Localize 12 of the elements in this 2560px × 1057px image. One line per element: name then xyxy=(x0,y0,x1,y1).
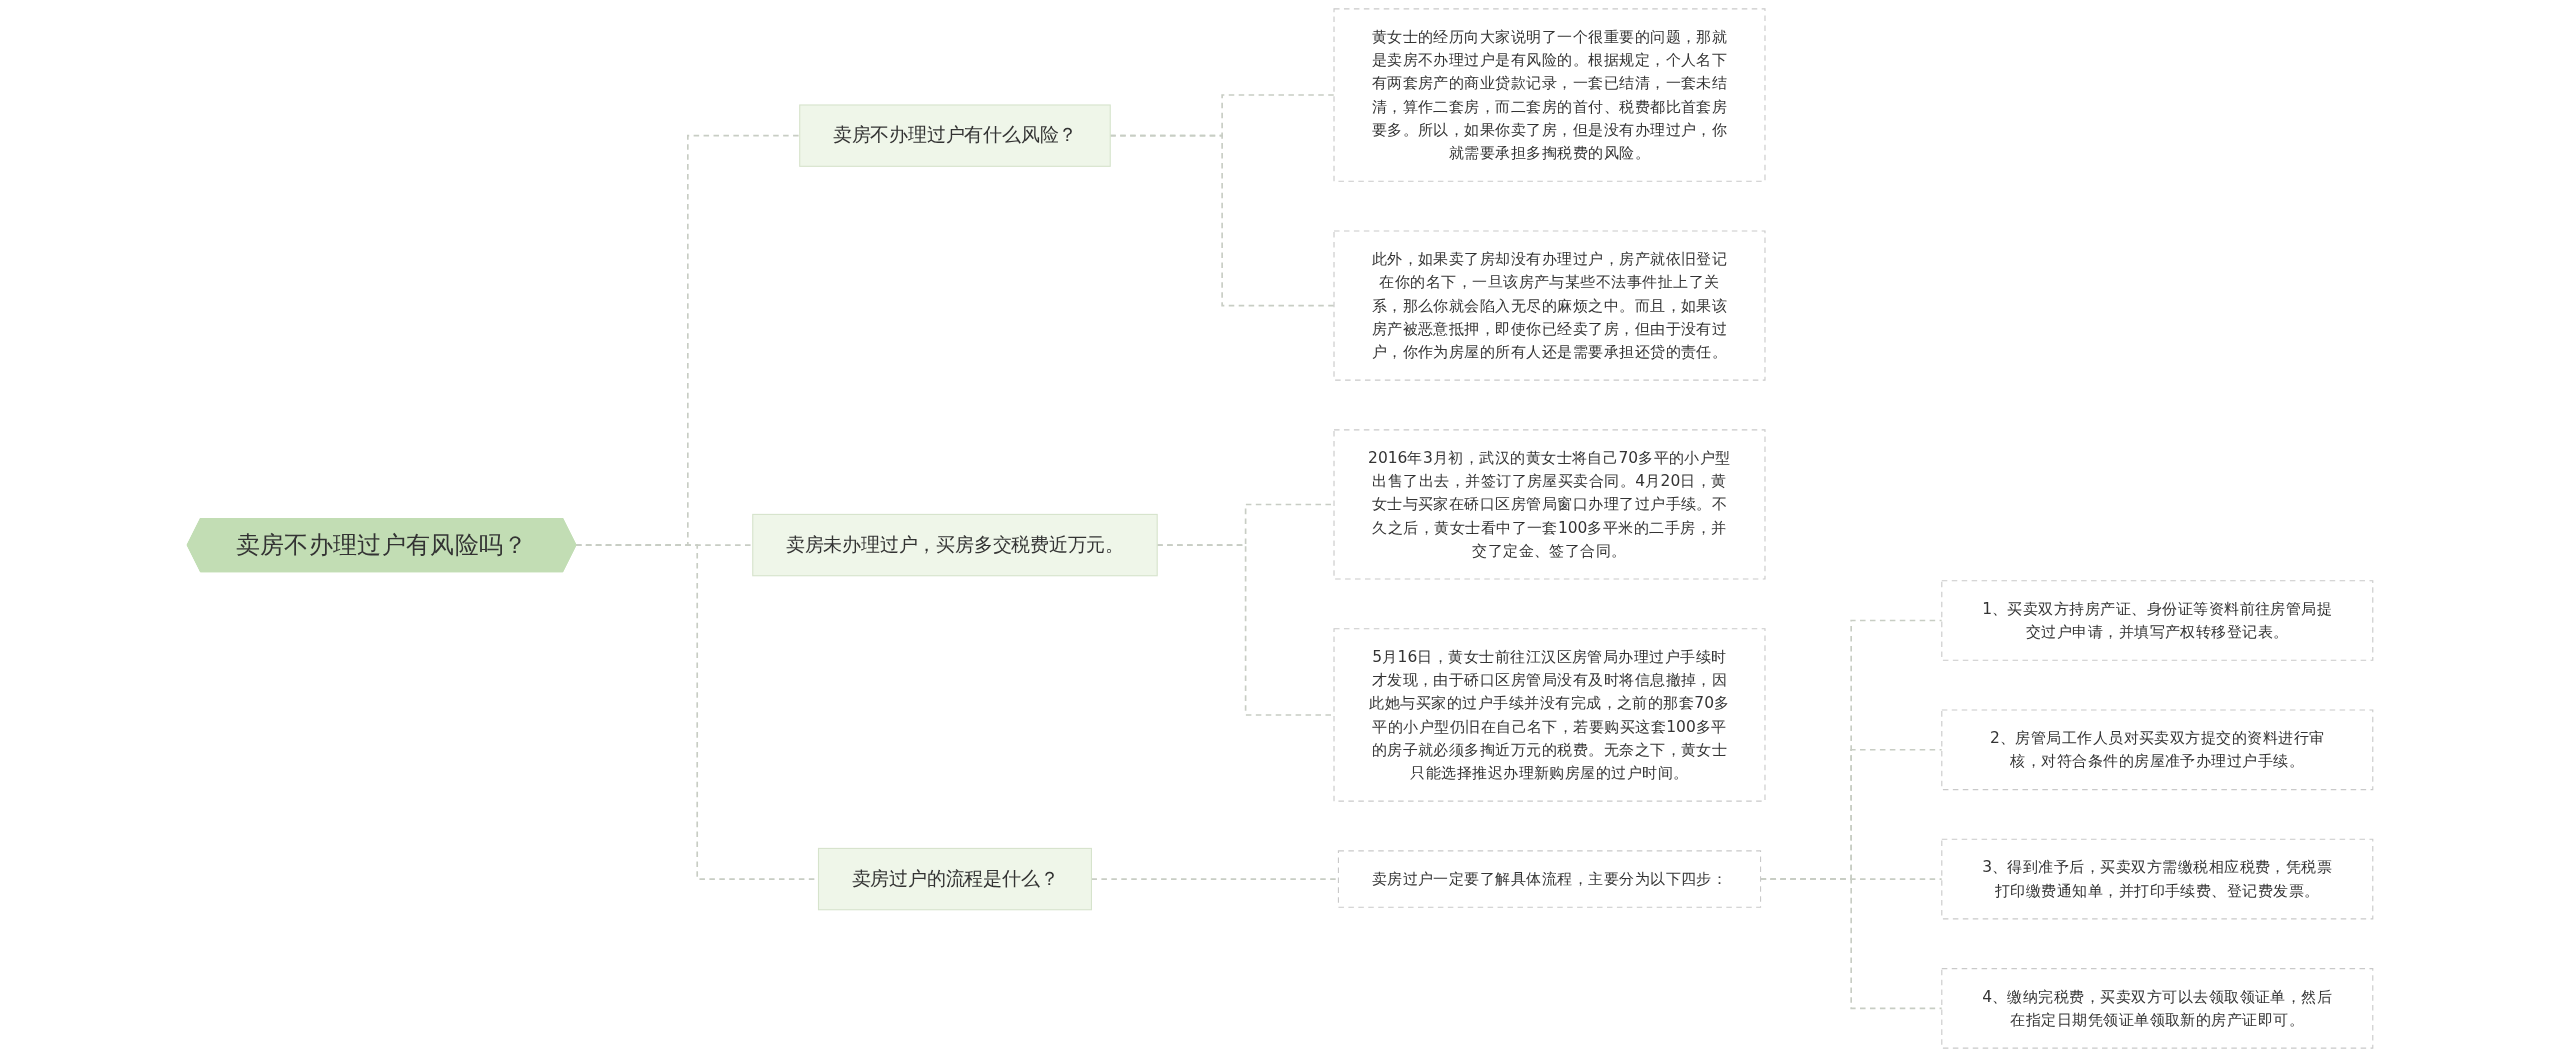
node-box xyxy=(1941,580,2374,661)
node-box xyxy=(1333,628,1766,802)
node-box xyxy=(1337,850,1762,908)
node-box xyxy=(1941,709,2374,791)
node-box xyxy=(1941,838,2374,920)
node-box xyxy=(1333,8,1766,182)
node-box xyxy=(817,847,1092,911)
node-box xyxy=(1333,429,1766,580)
node-box xyxy=(1941,968,2374,1049)
node-box xyxy=(1333,230,1766,381)
node-box xyxy=(799,104,1111,167)
node-box xyxy=(752,513,1158,577)
